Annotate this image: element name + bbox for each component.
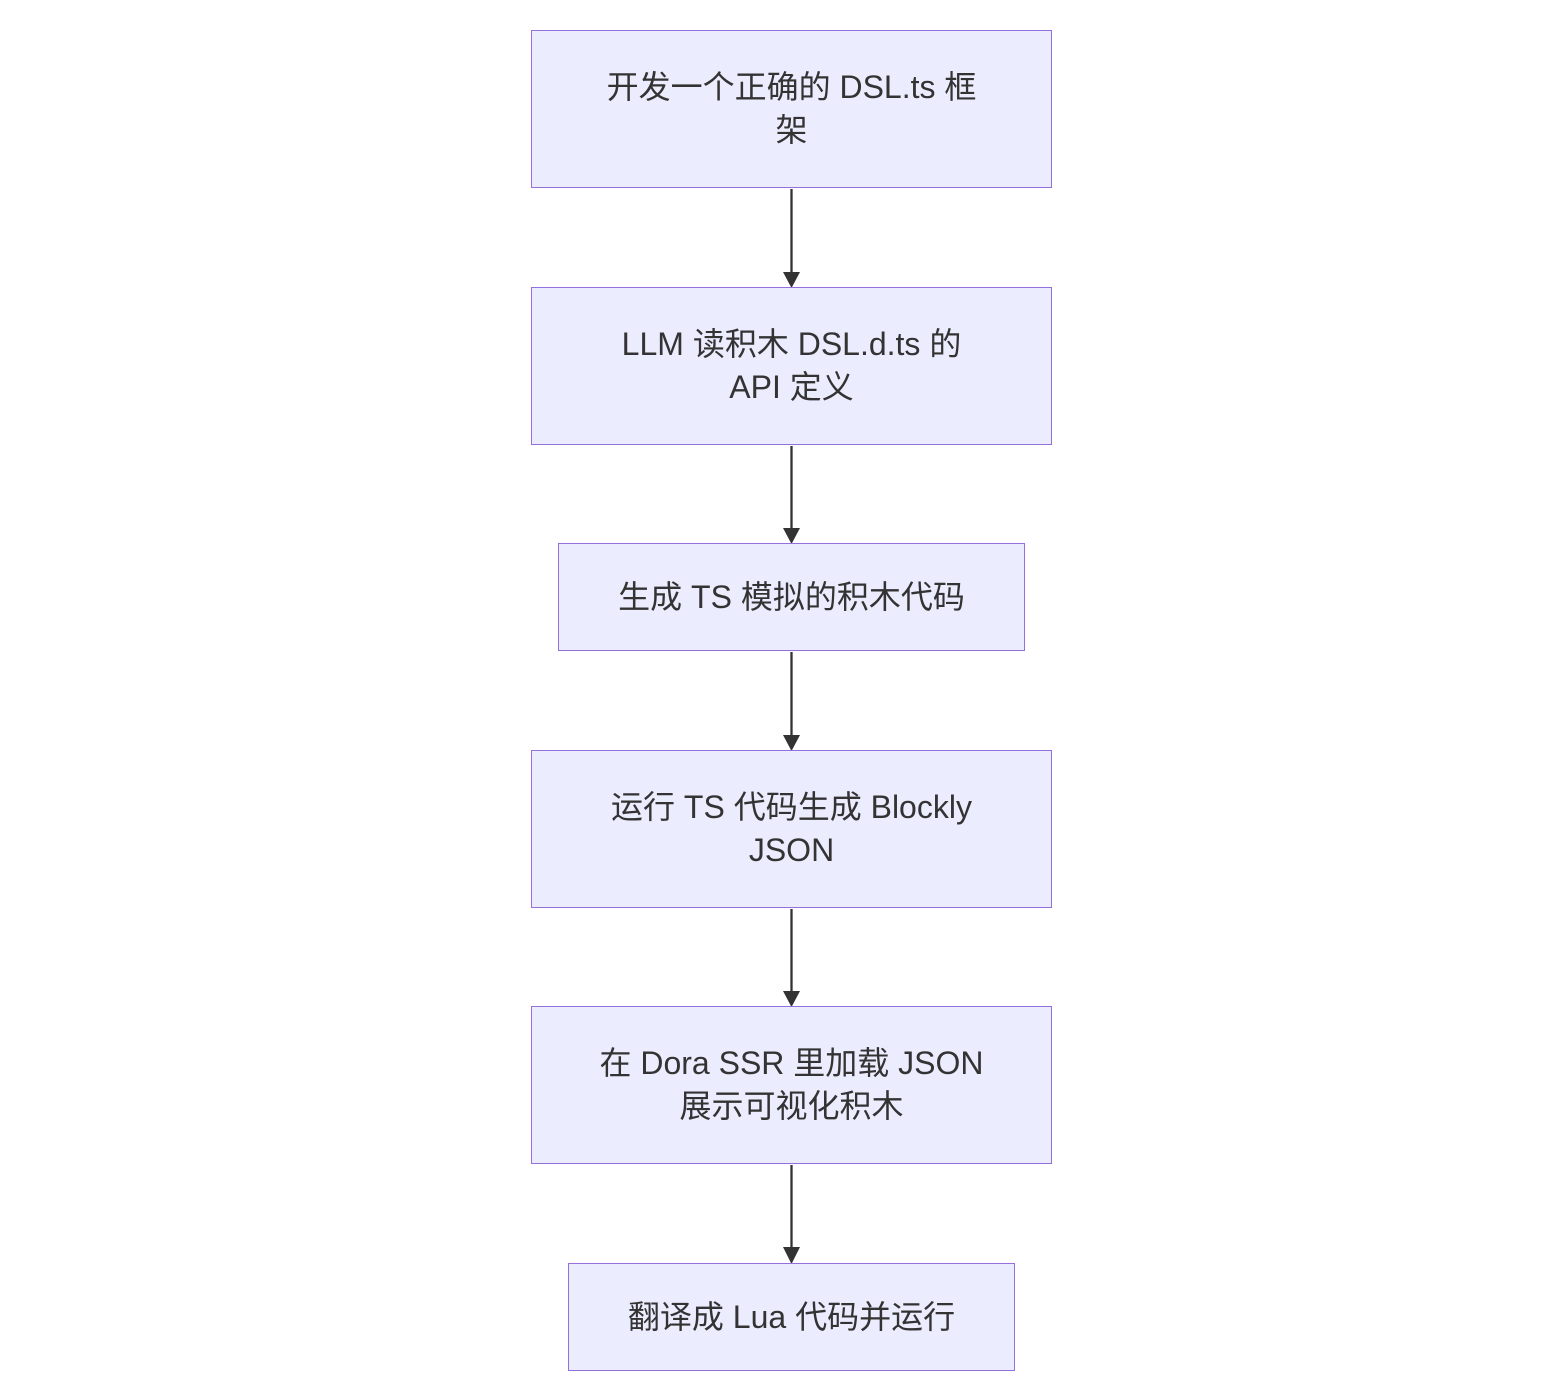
flow-node-step-1: 开发一个正确的 DSL.ts 框 架 <box>531 30 1052 188</box>
edge-arrow-3 <box>783 652 800 751</box>
flow-node-step-4: 运行 TS 代码生成 Blockly JSON <box>531 750 1052 908</box>
node-label-line: 翻译成 Lua 代码并运行 <box>627 1298 956 1335</box>
node-label-line: 展示可视化积木 <box>679 1088 904 1124</box>
node-label-line: API 定义 <box>729 369 854 405</box>
flow-node-step-2: LLM 读积木 DSL.d.ts 的 API 定义 <box>531 287 1052 445</box>
node-label-line: 运行 TS 代码生成 Blockly <box>611 789 972 825</box>
edge-arrow-1 <box>783 189 800 288</box>
node-label-line: 架 <box>775 112 808 148</box>
flow-node-step-5: 在 Dora SSR 里加载 JSON 展示可视化积木 <box>531 1006 1052 1164</box>
flow-node-step-3: 生成 TS 模拟的积木代码 <box>558 543 1025 651</box>
node-label-line: 生成 TS 模拟的积木代码 <box>618 578 965 615</box>
node-label-line: 开发一个正确的 DSL.ts 框 <box>606 69 977 105</box>
node-label-line: JSON <box>748 832 835 868</box>
edge-arrow-2 <box>783 446 800 544</box>
edge-arrow-5 <box>783 1165 800 1264</box>
flow-node-step-6: 翻译成 Lua 代码并运行 <box>568 1263 1015 1371</box>
node-label-line: LLM 读积木 DSL.d.ts 的 <box>621 326 962 362</box>
edge-arrow-4 <box>783 909 800 1007</box>
node-label-line: 在 Dora SSR 里加载 JSON <box>599 1045 984 1081</box>
